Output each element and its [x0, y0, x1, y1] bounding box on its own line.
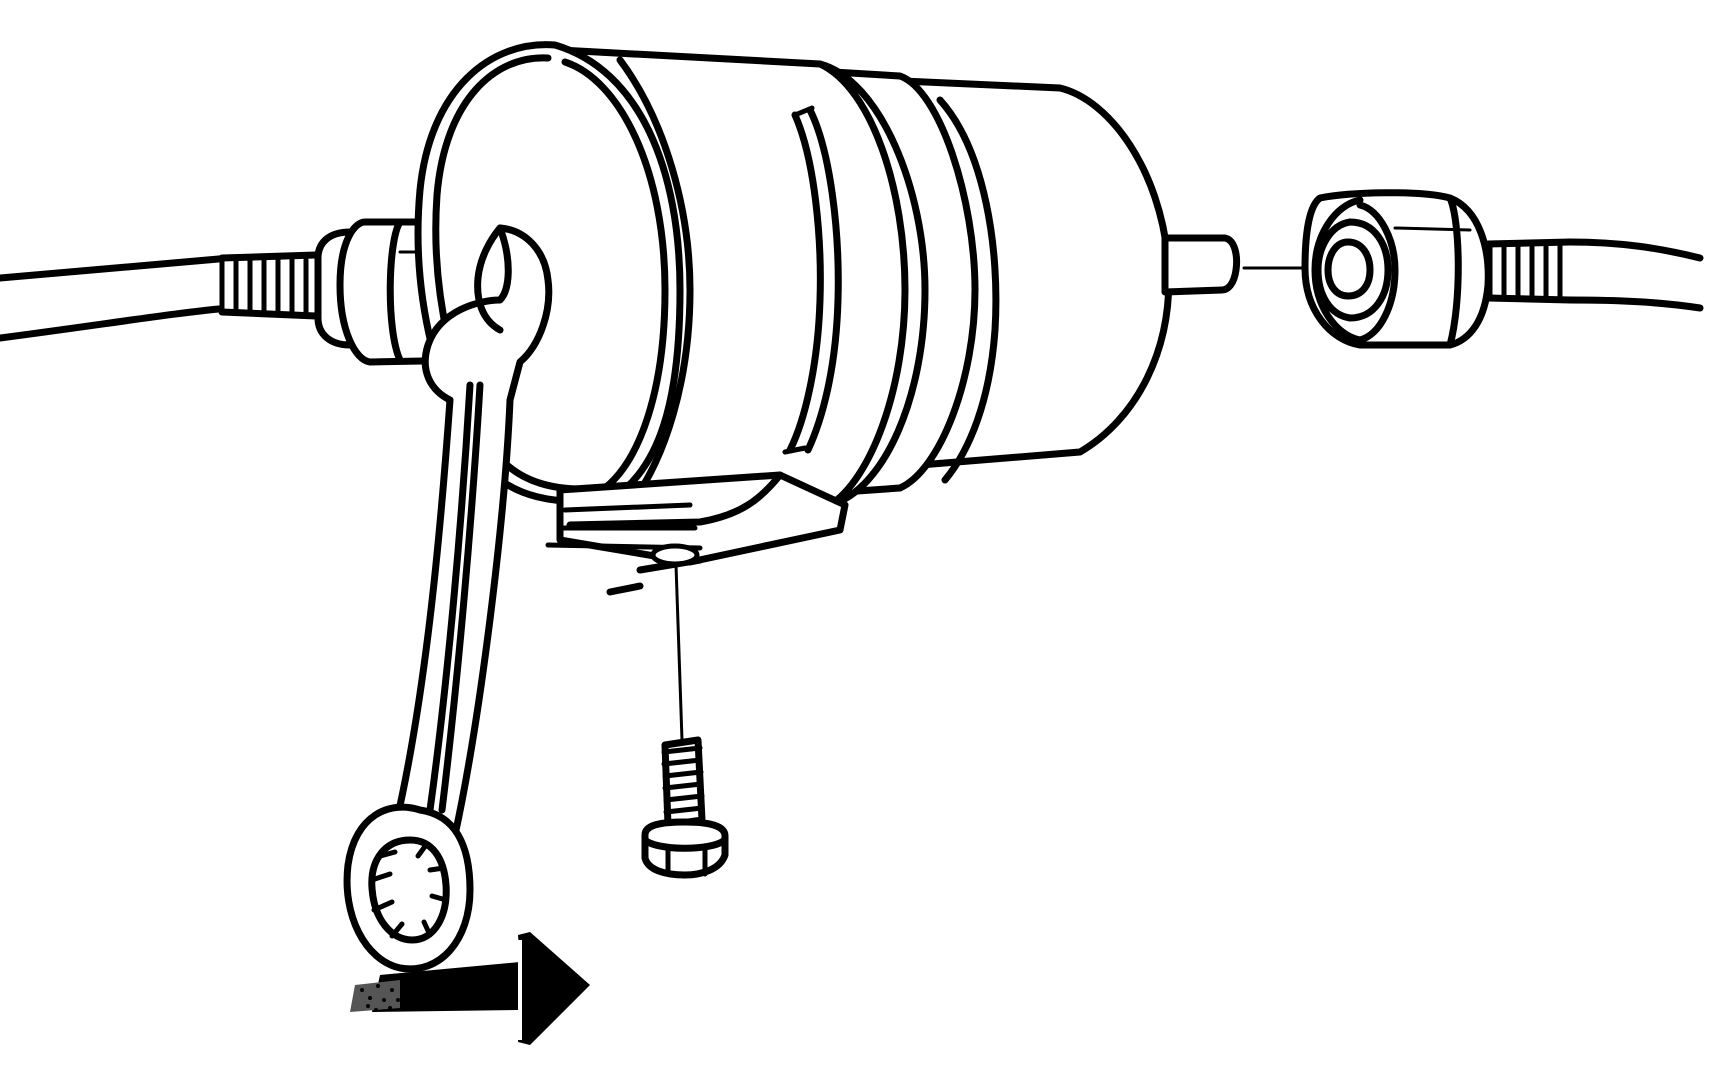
fuel-line-left-ribs	[218, 251, 320, 320]
outlet-nipple	[1161, 234, 1322, 296]
outlet-nut	[1301, 189, 1492, 349]
fuel-line-left	[0, 251, 320, 342]
arrow-stipple	[360, 984, 400, 1012]
open-end-wrench	[343, 224, 553, 973]
mounting-bolt	[641, 563, 729, 879]
mounting-bracket	[545, 471, 849, 596]
bracket-bolt-hole	[650, 543, 700, 567]
direction-arrow	[350, 932, 590, 1045]
fuel-line-right	[1484, 238, 1704, 312]
